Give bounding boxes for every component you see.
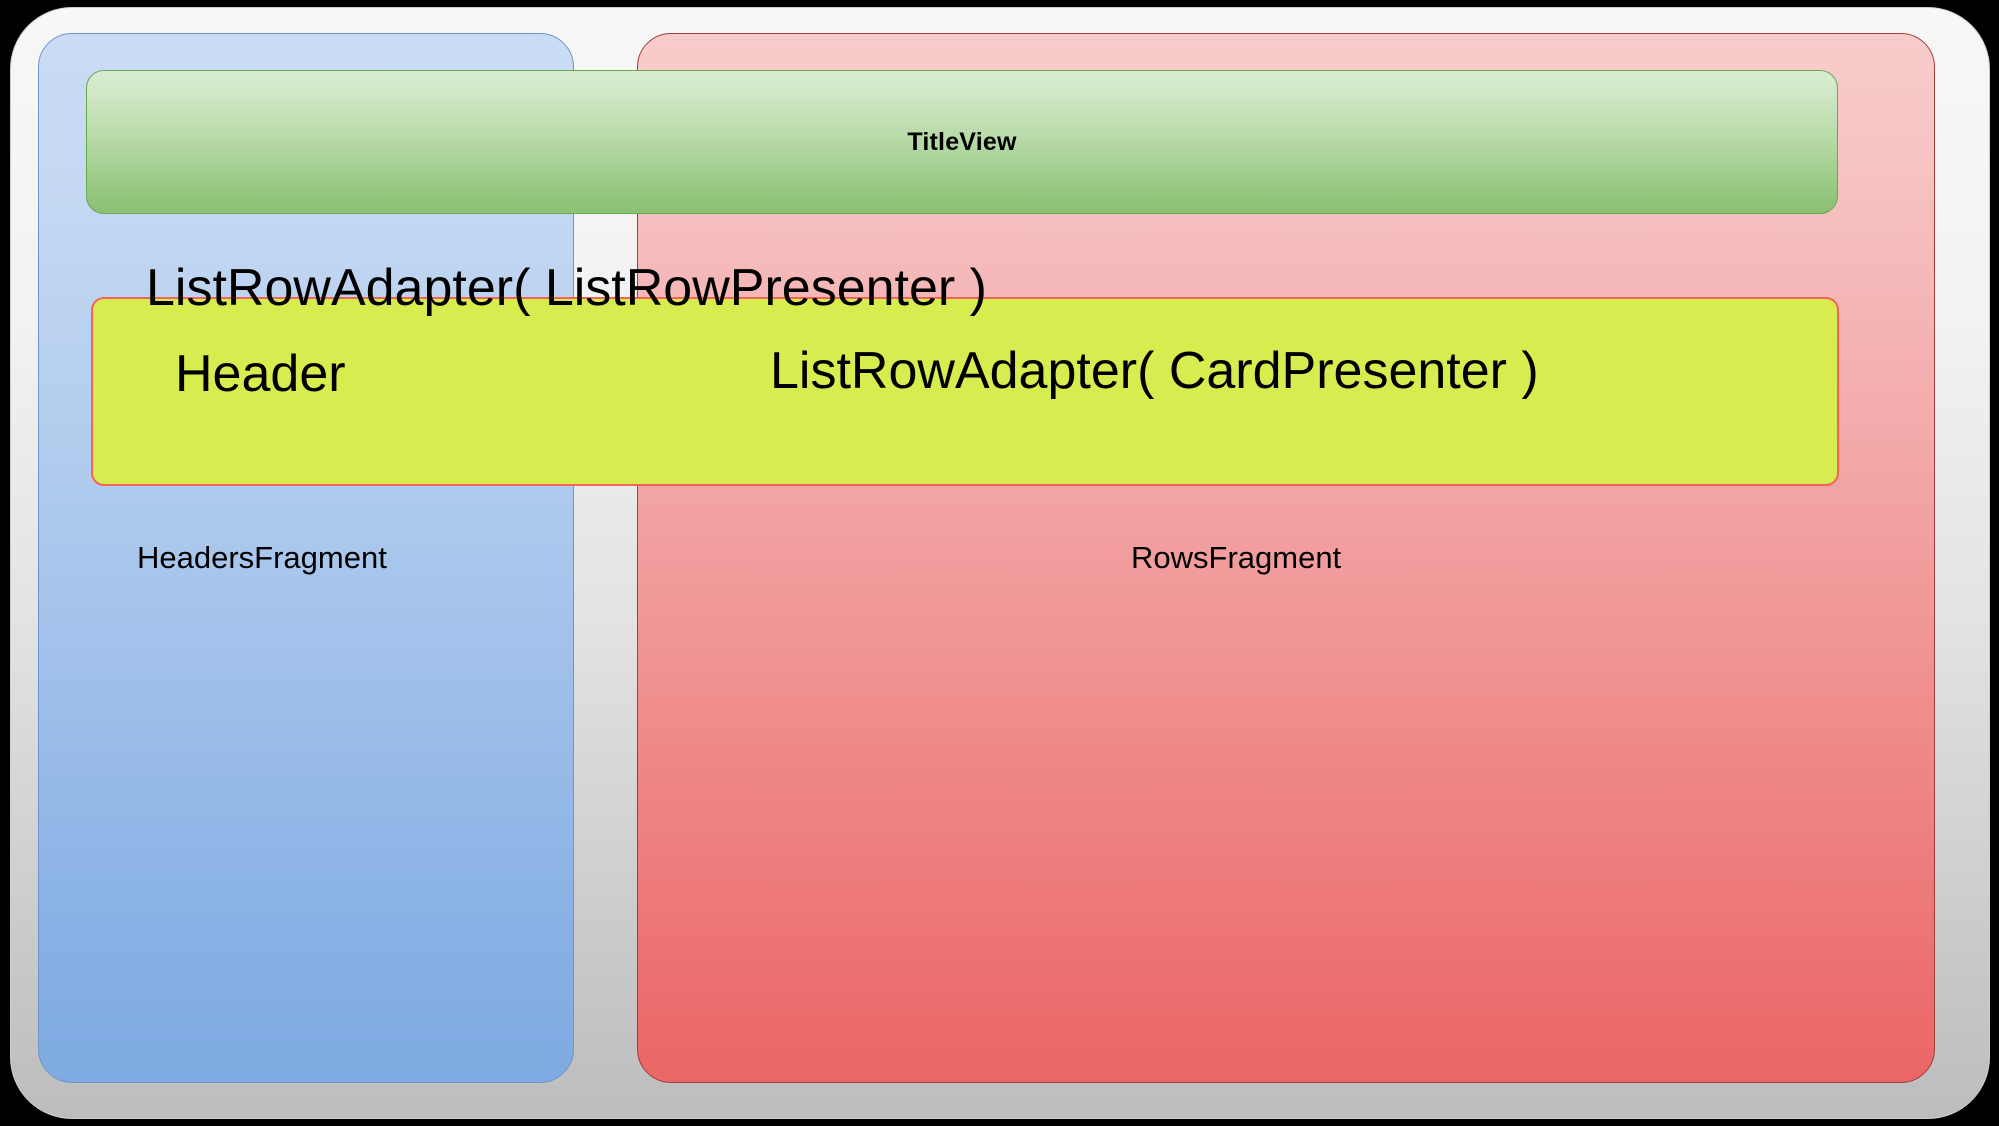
- list-row-presenter-label: ListRowAdapter( ListRowPresenter ): [146, 259, 987, 317]
- header-label: Header: [175, 345, 346, 403]
- card-presenter-label: ListRowAdapter( CardPresenter ): [770, 342, 1539, 400]
- title-view-box: TitleView: [86, 70, 1838, 214]
- headers-fragment-caption: HeadersFragment: [137, 540, 387, 575]
- title-view-label: TitleView: [907, 127, 1017, 156]
- rows-fragment-caption: RowsFragment: [1131, 540, 1342, 575]
- list-row-band-box: [91, 297, 1839, 486]
